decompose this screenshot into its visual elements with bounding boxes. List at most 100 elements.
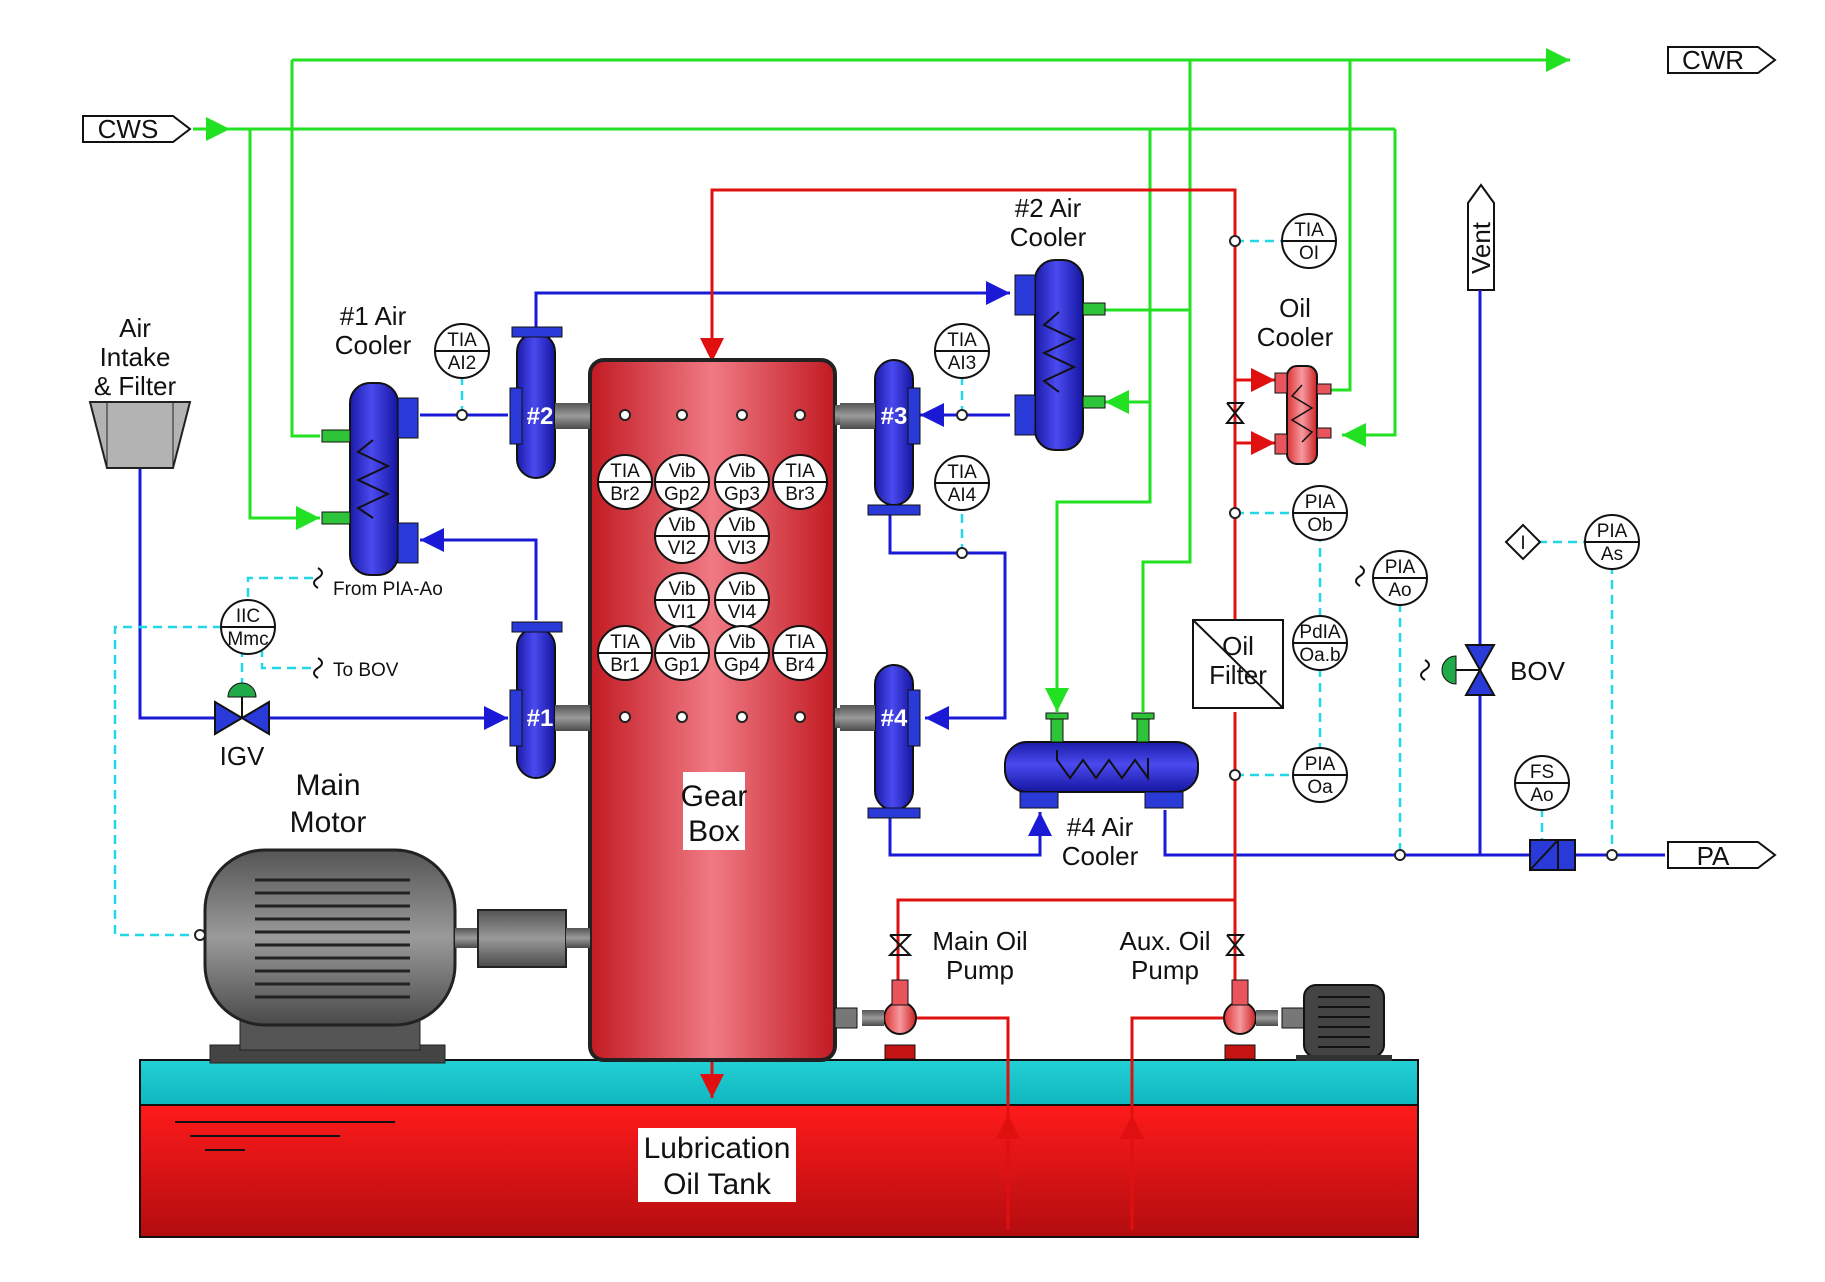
svg-text:Vib: Vib bbox=[668, 515, 695, 536]
gear-box-label-1: Gear bbox=[681, 780, 748, 813]
oil-header-valve[interactable] bbox=[1224, 402, 1246, 424]
aux-oil-pump-label-1: Aux. Oil bbox=[1119, 926, 1210, 956]
air-intake-label-1: Air bbox=[119, 313, 151, 343]
svg-text:Br1: Br1 bbox=[610, 655, 640, 676]
stream-pa: PA bbox=[1667, 841, 1777, 871]
gearbox-sensor-taps bbox=[619, 409, 806, 723]
stage-3-compressor[interactable]: #3 bbox=[840, 359, 921, 516]
oil-filter[interactable]: Oil Filter bbox=[1192, 619, 1284, 709]
svg-text:TIA: TIA bbox=[785, 461, 815, 482]
svg-text:TIA: TIA bbox=[447, 330, 477, 351]
instrument-tia-ai2[interactable]: TIA AI2 bbox=[434, 323, 490, 379]
instrument-vib-gp4[interactable]: Vib Gp4 bbox=[714, 625, 770, 681]
instrument-pdia-oab[interactable]: PdIA Oa.b bbox=[1292, 615, 1348, 671]
svg-text:PIA: PIA bbox=[1597, 521, 1628, 542]
stream-cwr: CWR bbox=[1667, 45, 1777, 75]
main-oil-pump-label-2: Pump bbox=[946, 955, 1014, 985]
svg-text:Vib: Vib bbox=[728, 461, 755, 482]
aux-oil-pump-label-2: Pump bbox=[1131, 955, 1199, 985]
svg-text:Ao: Ao bbox=[1530, 785, 1553, 806]
main-motor-label-2: Motor bbox=[290, 806, 367, 839]
svg-text:AI2: AI2 bbox=[448, 353, 477, 374]
instrument-pia-ob[interactable]: PIA Ob bbox=[1292, 485, 1348, 541]
svg-text:Oa.b: Oa.b bbox=[1299, 645, 1340, 666]
svg-text:VI4: VI4 bbox=[728, 602, 757, 623]
svg-text:FS: FS bbox=[1530, 762, 1554, 783]
instrument-vib-vi1[interactable]: Vib VI1 bbox=[654, 572, 710, 628]
svg-text:Br3: Br3 bbox=[785, 484, 815, 505]
stage-1-compressor[interactable]: #1 bbox=[509, 621, 590, 779]
svg-text:PIA: PIA bbox=[1385, 557, 1416, 578]
svg-text:I: I bbox=[1520, 533, 1525, 554]
instrument-vib-gp3[interactable]: Vib Gp3 bbox=[714, 454, 770, 510]
svg-text:PdIA: PdIA bbox=[1299, 622, 1341, 643]
stream-vent: Vent bbox=[1466, 183, 1496, 291]
svg-text:Vent: Vent bbox=[1466, 221, 1496, 274]
gear-box-label-2: Box bbox=[688, 815, 740, 848]
svg-text:As: As bbox=[1601, 544, 1623, 565]
main-oil-pump-label-1: Main Oil bbox=[932, 926, 1027, 956]
svg-text:Vib: Vib bbox=[728, 632, 755, 653]
oil-cooler-label-1: Oil bbox=[1279, 293, 1311, 323]
svg-text:PA: PA bbox=[1697, 841, 1730, 871]
air-intake-label-2: Intake bbox=[100, 342, 171, 372]
air-cooler-2-label-1: #2 Air bbox=[1015, 193, 1082, 223]
instrument-tia-ai3[interactable]: TIA AI3 bbox=[934, 323, 990, 379]
interlock-symbol: I bbox=[1504, 523, 1542, 561]
instrument-iic-mmc[interactable]: IIC Mmc bbox=[220, 599, 276, 655]
instrument-tia-br3[interactable]: TIA Br3 bbox=[772, 454, 828, 510]
stage-2-compressor[interactable]: #2 bbox=[509, 326, 590, 479]
oil-cooler[interactable]: Oil Cooler bbox=[1257, 293, 1334, 465]
stage-4-compressor[interactable]: #4 bbox=[840, 664, 921, 819]
air-cooler-1-label-2: Cooler bbox=[335, 330, 412, 360]
from-pia-label: From PIA-Ao bbox=[333, 579, 443, 600]
svg-text:TIA: TIA bbox=[610, 461, 640, 482]
instrument-vib-gp2[interactable]: Vib Gp2 bbox=[654, 454, 710, 510]
instrument-pia-as[interactable]: PIA As bbox=[1584, 514, 1640, 570]
instrument-tia-br1[interactable]: TIA Br1 bbox=[597, 625, 653, 681]
svg-text:VI3: VI3 bbox=[728, 538, 757, 559]
svg-text:Oa: Oa bbox=[1307, 777, 1333, 798]
check-valve[interactable] bbox=[1529, 839, 1576, 871]
aux-oil-pump[interactable]: Aux. Oil Pump bbox=[1119, 926, 1392, 1061]
oil-cooler-label-2: Cooler bbox=[1257, 322, 1334, 352]
igv-label: IGV bbox=[220, 741, 265, 771]
instrument-tia-br2[interactable]: TIA Br2 bbox=[597, 454, 653, 510]
main-motor-label-1: Main bbox=[295, 769, 360, 802]
stream-cws: CWS bbox=[82, 114, 192, 144]
instrument-tia-ai4[interactable]: TIA AI4 bbox=[934, 455, 990, 511]
svg-text:Ob: Ob bbox=[1307, 515, 1332, 536]
svg-text:TIA: TIA bbox=[610, 632, 640, 653]
instrument-vib-vi2[interactable]: Vib VI2 bbox=[654, 508, 710, 564]
main-oil-pump[interactable]: Main Oil Pump bbox=[834, 926, 1028, 1060]
instrument-vib-vi3[interactable]: Vib VI3 bbox=[714, 508, 770, 564]
tap-points bbox=[456, 235, 1618, 861]
air-cooler-4-label-1: #4 Air bbox=[1067, 812, 1134, 842]
instrument-tia-oi[interactable]: TIA OI bbox=[1281, 213, 1337, 269]
instrument-pia-ao[interactable]: PIA Ao bbox=[1372, 550, 1428, 606]
svg-text:AI3: AI3 bbox=[948, 353, 977, 374]
air-cooler-2[interactable]: #2 Air Cooler bbox=[1010, 193, 1106, 451]
svg-text:CWR: CWR bbox=[1682, 45, 1744, 75]
svg-text:Gp3: Gp3 bbox=[724, 484, 760, 505]
svg-text:Br4: Br4 bbox=[785, 655, 815, 676]
svg-text:Ao: Ao bbox=[1388, 580, 1411, 601]
svg-text:PIA: PIA bbox=[1305, 492, 1336, 513]
air-cooler-4[interactable]: #4 Air Cooler bbox=[1004, 712, 1199, 871]
svg-text:TIA: TIA bbox=[947, 330, 977, 351]
air-cooler-1[interactable]: #1 Air Cooler bbox=[321, 301, 419, 576]
air-intake-label-3: & Filter bbox=[94, 371, 177, 401]
svg-text:IIC: IIC bbox=[236, 606, 260, 627]
svg-text:PIA: PIA bbox=[1305, 754, 1336, 775]
instrument-tia-br4[interactable]: TIA Br4 bbox=[772, 625, 828, 681]
igv-valve[interactable]: IGV bbox=[214, 682, 270, 771]
instrument-vib-gp1[interactable]: Vib Gp1 bbox=[654, 625, 710, 681]
process-air-lines bbox=[138, 281, 1665, 857]
instrument-fs-ao[interactable]: FS Ao bbox=[1514, 755, 1570, 811]
instrument-vib-vi4[interactable]: Vib VI4 bbox=[714, 572, 770, 628]
air-cooler-4-label-2: Cooler bbox=[1062, 841, 1139, 871]
instrument-pia-oa[interactable]: PIA Oa bbox=[1292, 747, 1348, 803]
svg-text:VI1: VI1 bbox=[668, 602, 697, 623]
air-cooler-2-label-2: Cooler bbox=[1010, 222, 1087, 252]
bov-valve[interactable]: BOV bbox=[1441, 644, 1566, 696]
